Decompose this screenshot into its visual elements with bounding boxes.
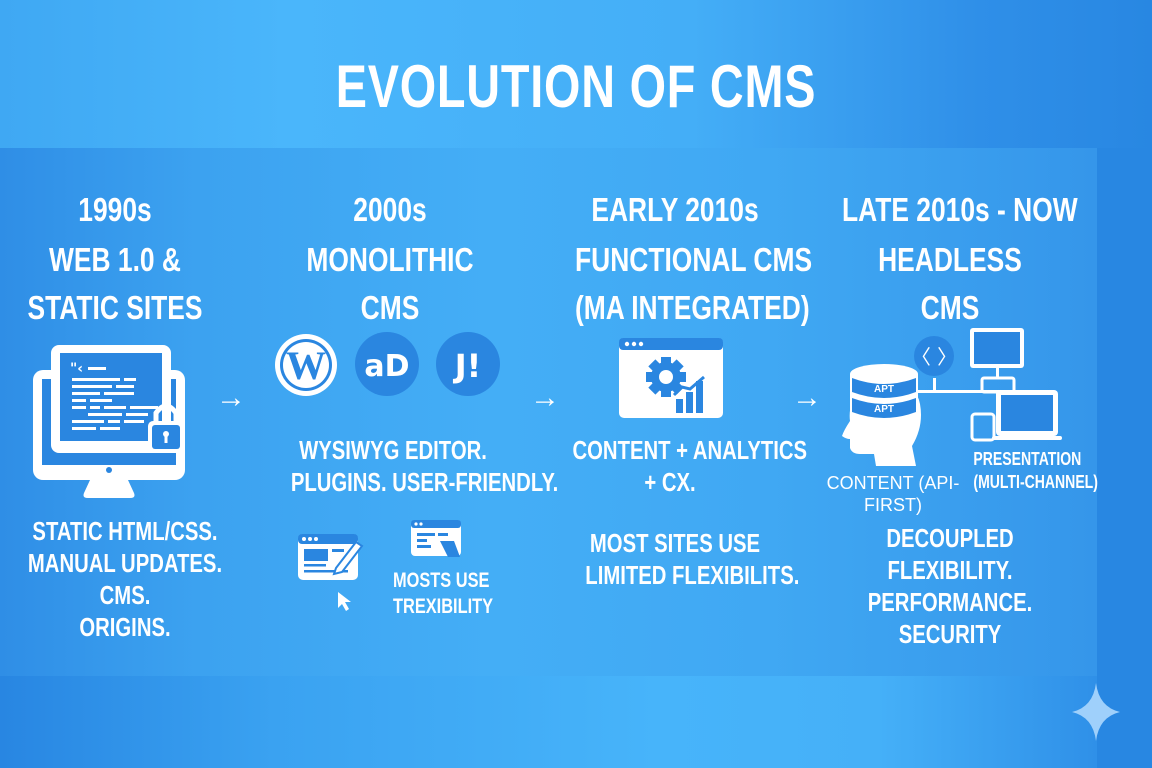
stage-title-line: STATIC SITES: [27, 289, 203, 326]
description-line: WYSIWYG EDITOR.: [299, 435, 487, 465]
note-line: MOSTS USE: [392, 569, 490, 592]
monitor-code-lock-icon: "‹: [30, 343, 195, 503]
description-line: CONTENT + ANALYTICS: [572, 435, 808, 465]
stage-late-2010s-description: DECOUPLED FLEXIBILITY. PERFORMANCE. SECU…: [840, 522, 1060, 650]
description-line: PERFORMANCE.: [867, 587, 1033, 617]
sparkle-icon: [1072, 683, 1120, 741]
note-line: MOST SITES USE: [589, 528, 761, 558]
stage-early-2010s-description: CONTENT + ANALYTICS + CX.: [545, 434, 808, 498]
page-title: EVOLUTION OF CMS: [335, 53, 817, 120]
note-line: LIMITED FLEXIBILITS.: [585, 560, 800, 590]
headless-architecture-icon: APT APT 〈 〉: [840, 326, 1070, 466]
description-line: ORIGINS.: [79, 612, 171, 642]
stage-title-line: MONOLITHIC: [306, 241, 474, 278]
stage-title-line: CMS: [920, 289, 980, 326]
svg-text:"‹: "‹: [70, 361, 83, 377]
stage-2000s: 2000s MONOLITHIC CMS: [270, 186, 510, 332]
stage-title-line: WEB 1.0 &: [48, 241, 182, 278]
stage-late-2010s-now: LATE 2010s - NOW HEADLESS CMS: [815, 186, 1085, 332]
description-line: PLUGINS. USER-FRIENDLY.: [290, 467, 559, 497]
stage-title-line: HEADLESS: [878, 241, 1022, 278]
stage-2000s-note: MOSTS USE TREXIBILITY: [380, 568, 498, 620]
stage-1990s: 1990s WEB 1.0 & STATIC SITES: [0, 186, 230, 332]
svg-text:APT: APT: [874, 384, 894, 395]
stage-era: EARLY 2010s: [591, 191, 759, 228]
stage-era: 1990s: [78, 191, 152, 228]
svg-text:J!: J!: [453, 347, 482, 385]
description-line: CMS.: [99, 580, 151, 610]
stage-title-line: FUNCTIONAL CMS: [575, 241, 813, 278]
svg-text:APT: APT: [874, 404, 894, 415]
joomla-logo-icon: J!: [435, 331, 501, 397]
right-edge-strip: [1097, 148, 1152, 768]
stage-title-line: (MA INTEGRATED): [575, 289, 810, 326]
description-line: DECOUPLED: [886, 523, 1014, 553]
stage-2000s-description: WYSIWYG EDITOR. PLUGINS. USER-FRIENDLY.: [262, 434, 559, 498]
wordpress-logo-icon: W: [274, 333, 338, 397]
presentation-label: PRESENTATION (MULTI-CHANNEL): [973, 449, 1098, 492]
description-line: FLEXIBILITY.: [887, 555, 1013, 585]
description-line: STATIC HTML/CSS.: [32, 516, 218, 546]
content-api-first-label: CONTENT (API-FIRST): [826, 473, 960, 515]
description-line: SECURITY: [898, 619, 1002, 649]
svg-text:〈 〉: 〈 〉: [911, 345, 957, 369]
description-line: MANUAL UPDATES.: [27, 548, 223, 578]
stage-1990s-description: STATIC HTML/CSS. MANUAL UPDATES. CMS. OR…: [0, 515, 250, 643]
footer-band: [0, 676, 1097, 768]
layout-window-icon: [410, 519, 462, 557]
note-line: TREXIBILITY: [392, 595, 494, 618]
stage-early-2010s-note: MOST SITES USE LIMITED FLEXIBILITS.: [560, 527, 800, 591]
description-line: + CX.: [644, 467, 696, 497]
svg-text:aD: aD: [364, 349, 409, 384]
drupal-logo-icon: aD: [354, 331, 420, 397]
stage-era: LATE 2010s - NOW: [842, 191, 1078, 228]
stage-early-2010s: EARLY 2010s FUNCTIONAL CMS (MA INTEGRATE…: [550, 186, 813, 332]
stage-era: 2000s: [353, 191, 427, 228]
arrow-right-icon: →: [792, 381, 822, 414]
header-background: [0, 0, 1152, 148]
svg-text:W: W: [286, 343, 326, 388]
window-gear-chart-icon: [618, 337, 724, 419]
arrow-right-icon: →: [216, 381, 246, 414]
stage-title-line: CMS: [360, 289, 420, 326]
editor-window-pencil-icon: [296, 532, 366, 612]
arrow-right-icon: →: [530, 381, 560, 414]
